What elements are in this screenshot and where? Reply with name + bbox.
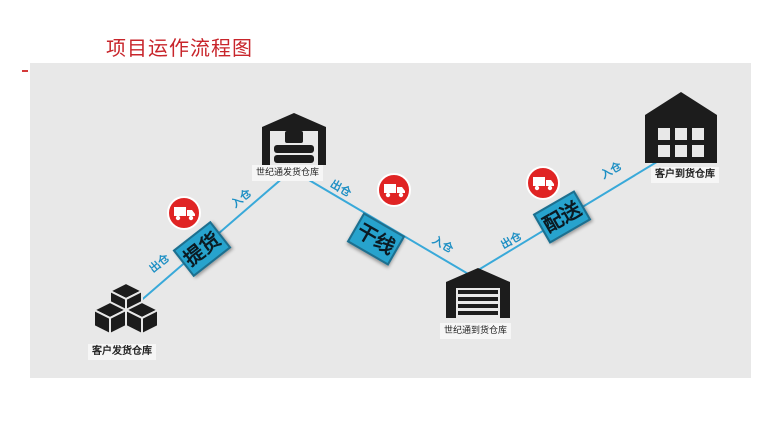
warehouse-door-icon bbox=[446, 268, 510, 318]
boxes-icon bbox=[91, 281, 161, 336]
warehouse-label-customer-shipping: 客户发货仓库 bbox=[88, 344, 156, 360]
truck-icon bbox=[377, 173, 411, 207]
warehouse-label-shiji-arrival: 世纪通到货仓库 bbox=[440, 323, 512, 339]
warehouse-icon bbox=[262, 113, 326, 165]
truck-icon bbox=[526, 166, 560, 200]
red-accent-mark bbox=[22, 70, 28, 72]
truck-icon bbox=[167, 196, 201, 230]
page-title: 项目运作流程图 bbox=[106, 36, 253, 60]
warehouse-label-customer-arrival: 客户到货仓库 bbox=[651, 167, 719, 183]
warehouse-grid-icon bbox=[645, 92, 717, 163]
warehouse-label-shiji-shipping: 世纪通发货仓库 bbox=[252, 165, 324, 181]
